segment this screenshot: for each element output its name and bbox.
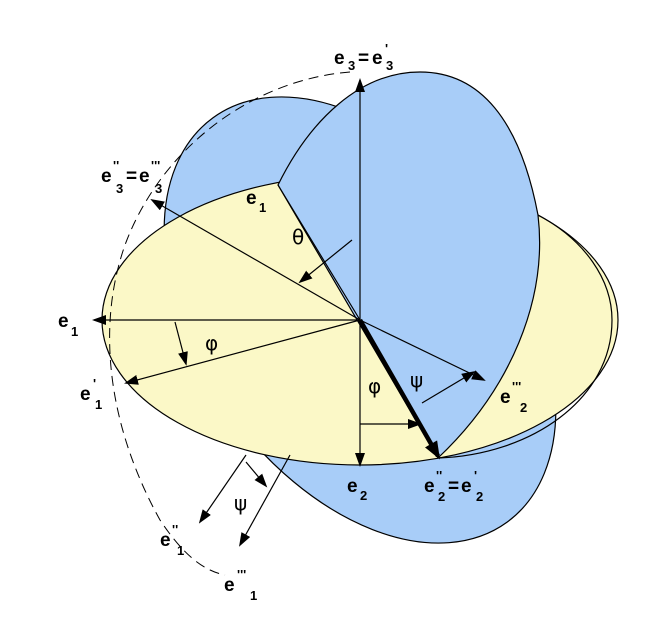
svg-text:2: 2	[520, 400, 527, 415]
blue-plane-upper	[277, 71, 541, 459]
label-e2: e 2	[347, 476, 367, 503]
angle-theta: θ	[292, 225, 304, 249]
svg-text:3: 3	[155, 181, 162, 196]
svg-text:e: e	[461, 476, 472, 497]
svg-text:=: =	[126, 166, 137, 187]
svg-text:2: 2	[360, 488, 367, 503]
e2ppp-axis	[359, 319, 486, 381]
e1ppp-axis	[239, 454, 291, 547]
e1pp-axis	[198, 454, 247, 524]
label-e3-eq-e3p: e 3 = e ' 3	[334, 41, 393, 73]
svg-text:3: 3	[348, 58, 355, 73]
label-e2pp-eq-e2p: e '' 2 = e ' 2	[424, 468, 483, 504]
svg-text:': '	[474, 468, 477, 483]
svg-text:': '	[385, 41, 388, 56]
svg-text:e: e	[347, 476, 358, 497]
psi-bottom-arrow	[245, 461, 268, 488]
label-e1ppp: e ''' 1	[224, 567, 257, 603]
label-e1p: e ' 1	[80, 376, 102, 412]
svg-text:=: =	[448, 476, 459, 497]
svg-text:1: 1	[250, 588, 257, 603]
e1p-axis	[124, 319, 361, 385]
svg-text:e: e	[246, 188, 257, 209]
e3pp-axis	[150, 199, 361, 321]
svg-text:e: e	[500, 387, 511, 408]
svg-text:'': ''	[172, 522, 178, 537]
svg-text:e: e	[58, 311, 69, 332]
angle-phi-center: φ	[368, 374, 381, 398]
svg-text:': '	[93, 376, 96, 391]
svg-text:''': '''	[512, 379, 521, 394]
svg-text:e: e	[160, 530, 171, 551]
svg-text:=: =	[358, 48, 369, 69]
svg-text:'': ''	[113, 158, 119, 173]
svg-text:e: e	[224, 575, 235, 596]
e1-top-line	[277, 184, 361, 321]
svg-text:3: 3	[116, 181, 123, 196]
svg-text:e: e	[101, 166, 112, 187]
label-e1-top: e 1	[246, 188, 266, 215]
theta-arrow	[298, 239, 353, 284]
e2pp-axis	[358, 318, 440, 460]
label-e2ppp: e ''' 2	[500, 379, 527, 415]
svg-text:e: e	[80, 384, 91, 405]
svg-text:''': '''	[151, 158, 160, 173]
svg-text:1: 1	[71, 324, 78, 339]
svg-text:e: e	[139, 166, 150, 187]
svg-text:3: 3	[386, 58, 393, 73]
yellow-plane-outline-right	[437, 214, 613, 459]
svg-text:1: 1	[177, 543, 184, 558]
svg-text:e: e	[372, 48, 383, 69]
label-e1pp: e '' 1	[160, 522, 184, 558]
angle-psi-right: ψ	[410, 368, 423, 392]
svg-text:1: 1	[95, 397, 102, 412]
svg-text:2: 2	[476, 489, 483, 504]
label-e3pp-eq-e3ppp: e '' 3 = e ''' 3	[101, 158, 162, 196]
angle-psi-bottom: ψ	[234, 491, 247, 515]
dashed-arc	[109, 71, 351, 576]
svg-text:''': '''	[237, 567, 246, 582]
label-e1-left: e 1	[58, 311, 78, 339]
svg-text:2: 2	[438, 489, 445, 504]
svg-text:'': ''	[436, 468, 442, 483]
phi-left-arrow	[174, 321, 188, 366]
angle-phi-left: φ	[205, 331, 218, 355]
psi-right-arrow	[421, 370, 476, 404]
svg-text:1: 1	[259, 200, 266, 215]
svg-text:e: e	[424, 476, 435, 497]
svg-text:e: e	[334, 48, 345, 69]
